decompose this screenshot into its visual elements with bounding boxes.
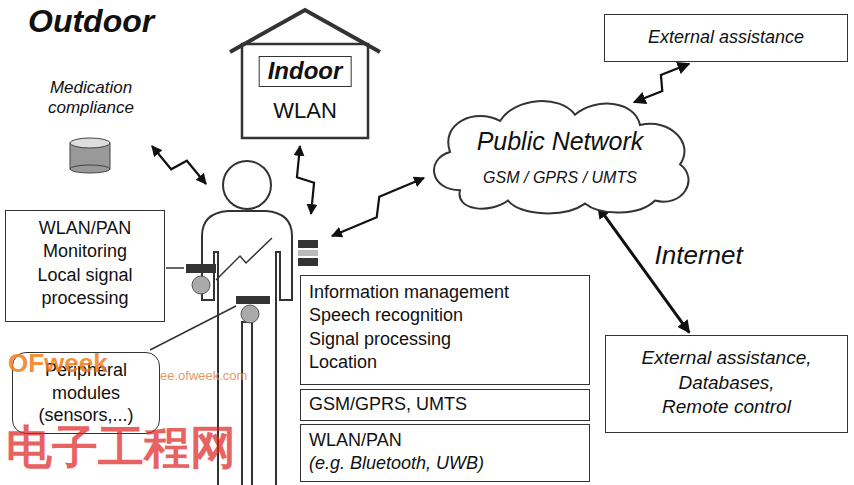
- watermark: 电子工程网: [6, 420, 236, 475]
- assistance-box: External assistance,Databases,Remote con…: [605, 335, 848, 433]
- node-text: Public Network: [420, 126, 700, 156]
- node-text: Speech recognition: [309, 304, 581, 327]
- node-text: Remote control: [614, 395, 839, 420]
- radio-box: WLAN/PAN(e.g. Bluetooth, UWB): [300, 424, 590, 482]
- device-label: Medication compliance: [30, 78, 152, 119]
- leg-module: [236, 296, 270, 304]
- node-text: WLAN: [230, 98, 380, 124]
- pill-bottle: [70, 138, 110, 173]
- leader-line: [166, 267, 184, 269]
- wireless-link: [152, 146, 206, 184]
- watermark: OFweek: [8, 348, 108, 379]
- monitoring-box: WLAN/PANMonitoringLocal signal processin…: [5, 210, 165, 322]
- node-text: External assistance: [611, 27, 841, 49]
- node-text: GSM/GPRS, UMTS: [309, 393, 581, 416]
- head: [223, 161, 271, 209]
- network-cloud: Public NetworkGSM / GPRS / UMTS: [420, 92, 700, 216]
- radio-box: GSM/GPRS, UMTS: [300, 389, 590, 421]
- sensor: [192, 276, 210, 294]
- device: [298, 258, 318, 266]
- device: [298, 240, 318, 248]
- indoor-box: Indoor: [259, 56, 352, 87]
- device: [298, 250, 318, 256]
- house-wall: [242, 44, 368, 138]
- body-link: [216, 238, 272, 280]
- node-text: WLAN/PAN: [11, 217, 159, 240]
- node-text: GSM / GPRS / UMTS: [420, 168, 700, 187]
- node-text: Information management: [309, 281, 581, 304]
- sensor: [241, 305, 259, 323]
- region-title: Outdoor: [28, 2, 154, 40]
- bottle-bottom: [70, 165, 110, 173]
- node-text: (e.g. Bluetooth, UWB): [309, 452, 581, 475]
- wireless-link: [332, 178, 424, 236]
- house-roof: [230, 10, 380, 52]
- connector-label: Internet: [652, 240, 746, 271]
- node-text: Indoor: [268, 57, 343, 86]
- node-text: Databases,: [614, 371, 839, 396]
- connector: [634, 64, 689, 103]
- function-box: Information managementSpeech recognition…: [300, 275, 590, 385]
- wireless-link: [297, 146, 314, 214]
- node-text: Signal processing: [309, 328, 581, 351]
- cloud-shape: [434, 101, 689, 213]
- node-text: WLAN/PAN: [309, 429, 581, 452]
- watermark: ee.ofweek.com: [160, 368, 247, 384]
- node-text: Monitoring: [11, 240, 159, 263]
- node-text: External assistance,: [614, 346, 839, 371]
- node-text: Local signal processing: [11, 264, 159, 311]
- house: WLAN Indoor: [230, 8, 380, 140]
- node-text: Location: [309, 351, 581, 374]
- assistance-box: External assistance: [604, 14, 848, 62]
- bottle-top: [70, 138, 110, 148]
- belt-module: [186, 264, 216, 273]
